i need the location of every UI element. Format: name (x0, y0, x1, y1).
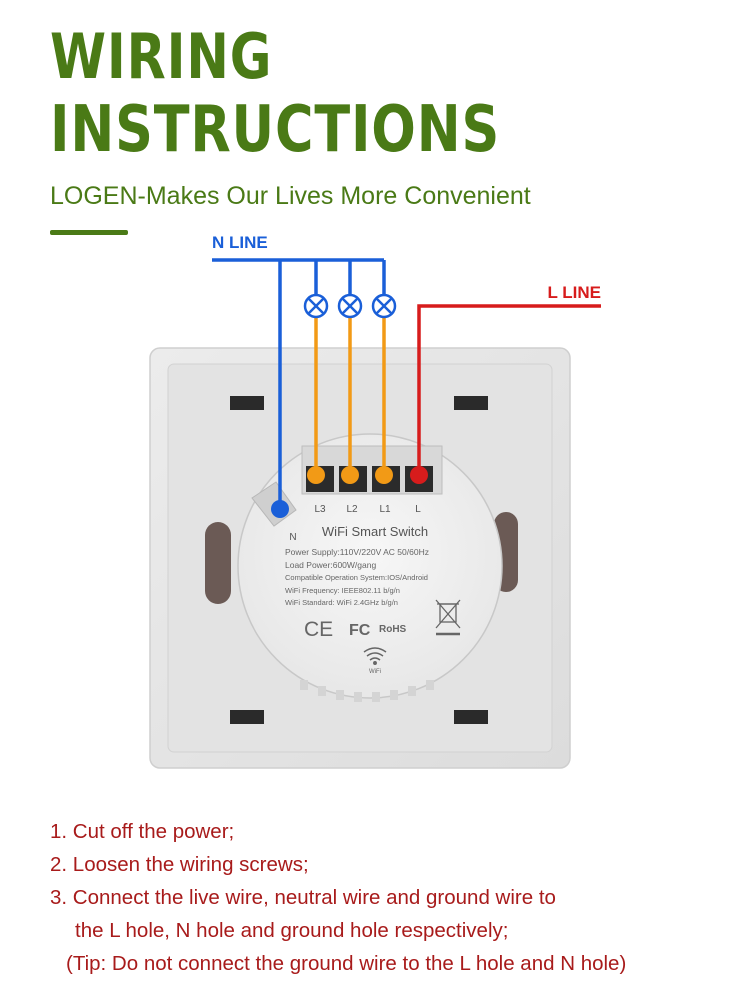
lamp-icon (337, 293, 363, 319)
instruction-step-3: 3. Connect the live wire, neutral wire a… (50, 886, 556, 909)
recycle-bin-icon (435, 599, 461, 636)
side-clip (205, 522, 231, 604)
lamp-icon (371, 293, 397, 319)
module-title: WiFi Smart Switch (322, 524, 428, 539)
spec-line: Load Power:600W/gang (285, 560, 376, 570)
wifi-label: WiFi (369, 669, 381, 675)
instruction-tip: (Tip: Do not connect the ground wire to … (66, 952, 627, 975)
mounting-slot (454, 710, 488, 724)
instructions: 1. Cut off the power; 2. Loosen the wiri… (50, 815, 626, 980)
terminal-label: L (415, 504, 421, 515)
instruction-step-1: 1. Cut off the power; (50, 820, 235, 843)
lamp-icon (303, 293, 329, 319)
n-line-label: N LINE (212, 233, 268, 252)
mounting-slot (454, 396, 488, 410)
terminal-l3-dot (307, 466, 325, 484)
n-line-wire (212, 258, 386, 508)
subtitle: LOGEN-Makes Our Lives More Convenient (50, 182, 531, 210)
instruction-step-2: 2. Loosen the wiring screws; (50, 853, 309, 876)
fc-mark: FC (349, 622, 371, 639)
terminal-l2-dot (341, 466, 359, 484)
ce-mark: CE (304, 618, 333, 641)
neutral-label: N (289, 532, 296, 543)
spec-line: WiFi Standard: WiFi 2.4GHz b/g/n (285, 598, 398, 607)
load-wires (314, 317, 386, 472)
mounting-slot (230, 710, 264, 724)
spec-line: Power Supply:110V/220V AC 50/60Hz (285, 547, 429, 557)
terminal-l1-dot (375, 466, 393, 484)
l-line-label: L LINE (547, 283, 601, 302)
spec-line: WiFi Frequency: IEEE802.11 b/g/n (285, 586, 400, 595)
terminal-n-dot (271, 500, 289, 518)
spec-line: Compatible Operation System:IOS/Android (285, 573, 428, 582)
title-line-1: WIRING (50, 20, 273, 93)
wifi-icon (363, 647, 387, 665)
l-line-wire (417, 304, 601, 472)
terminal-l-dot (410, 466, 428, 484)
terminal-label: L3 (314, 504, 326, 515)
title-line-2: INSTRUCTIONS (50, 93, 501, 167)
terminal-label: L1 (379, 504, 391, 515)
terminal-label: L2 (346, 504, 358, 515)
mounting-slot (230, 396, 264, 410)
instruction-step-3-continued: the L hole, N hole and ground hole respe… (75, 919, 509, 942)
title-underline (50, 230, 128, 235)
rohs-mark: RoHS (379, 624, 407, 635)
